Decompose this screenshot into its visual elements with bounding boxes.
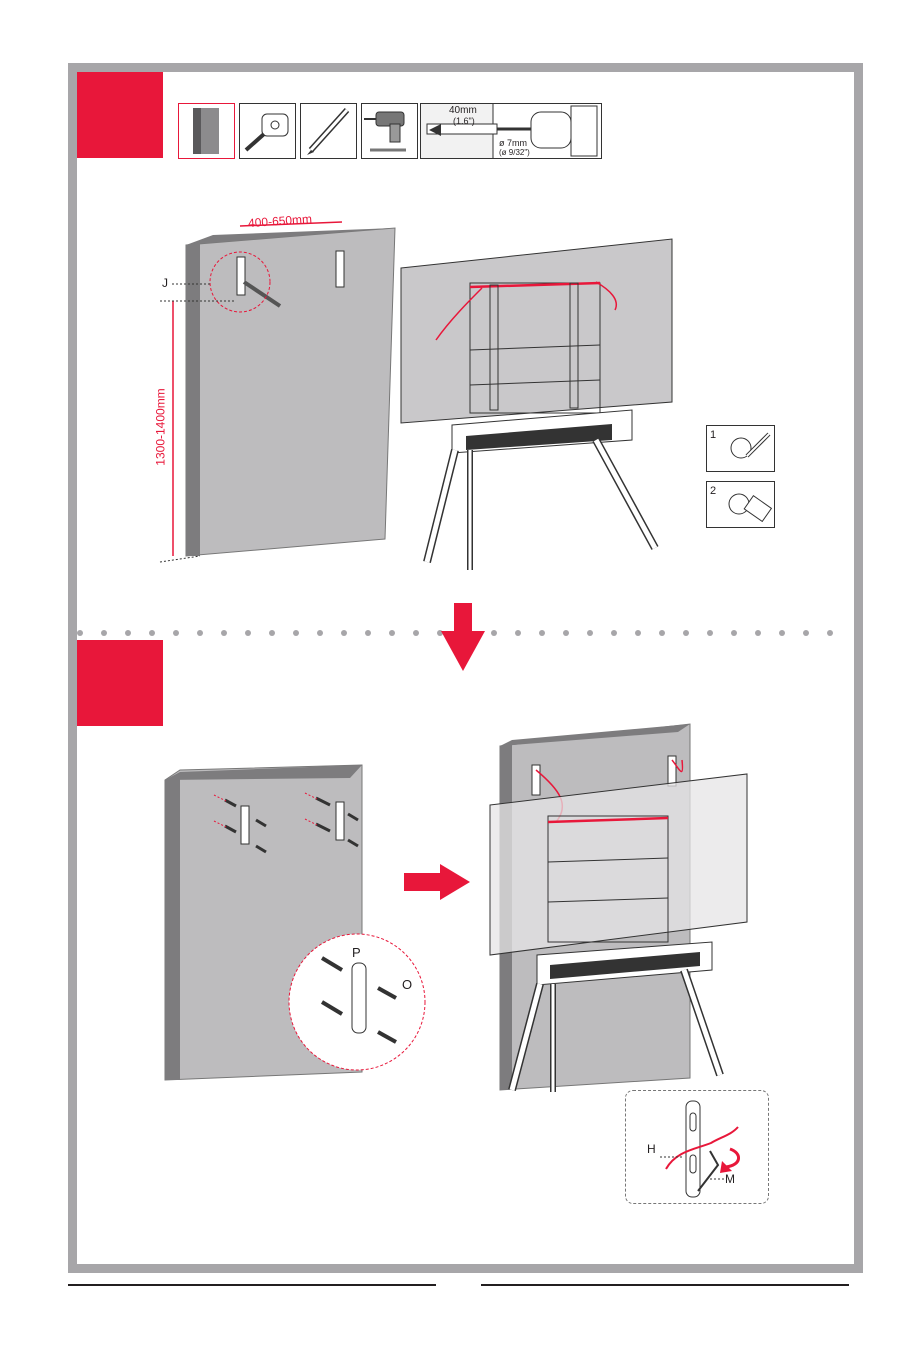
- part-m-label: M: [725, 1172, 735, 1186]
- footer-line-left: [68, 1284, 436, 1286]
- footer-line-right: [481, 1284, 849, 1286]
- detail-box: H M: [625, 1090, 769, 1204]
- part-h-label: H: [647, 1142, 656, 1156]
